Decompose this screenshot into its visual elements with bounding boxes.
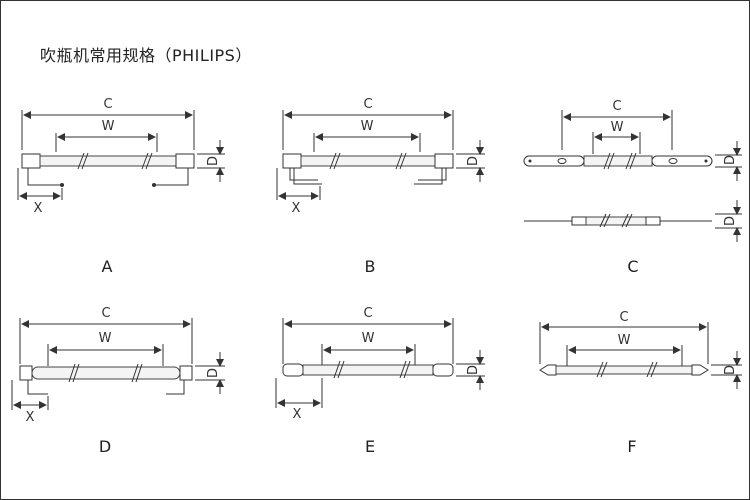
lamp-e-caption: E <box>365 437 375 456</box>
lamp-a-c-label: C <box>103 97 112 112</box>
lamp-f-c-label: C <box>619 310 628 325</box>
lamp-b-c-label: C <box>363 97 372 112</box>
lamp-c-d-label-2: D <box>723 216 738 226</box>
lamp-f-caption: F <box>627 437 636 456</box>
lamp-e: C W X D E <box>275 306 485 456</box>
lamp-c: C W D D C <box>523 99 742 276</box>
lamp-f-w-label: W <box>618 333 631 348</box>
lamp-a-x-label: X <box>34 201 43 216</box>
lamp-b-x-label: X <box>292 201 301 216</box>
lamp-a-d-label: D <box>206 156 221 166</box>
figure-title: 吹瓶机常用规格（PHILIPS） <box>40 46 252 65</box>
lamp-e-w-label: W <box>362 331 375 346</box>
lamp-f: C W D F <box>539 310 742 456</box>
lamp-d-x-label: X <box>26 410 35 425</box>
lamp-b-d-label: D <box>466 156 481 166</box>
lamp-b-w-label: W <box>361 119 374 134</box>
lamp-f-d-label: D <box>723 365 738 375</box>
lamp-e-d-label: D <box>466 365 481 375</box>
lamp-e-c-label: C <box>363 306 372 321</box>
lamp-b: C W X D B <box>276 97 485 276</box>
lamp-b-caption: B <box>365 257 376 276</box>
lamp-a-w-label: W <box>102 119 115 134</box>
lamp-a-caption: A <box>102 257 113 276</box>
lamp-a: C W X D A <box>17 97 225 276</box>
lamp-d: C W X D D <box>11 306 225 456</box>
lamp-d-caption: D <box>99 437 111 456</box>
lamp-d-c-label: C <box>101 306 110 321</box>
lamp-c-caption: C <box>627 257 638 276</box>
lamp-d-d-label: D <box>206 368 221 378</box>
lamp-c-d-label-1: D <box>723 155 738 165</box>
lamp-d-w-label: W <box>99 331 112 346</box>
lamp-c-c-label: C <box>612 99 621 114</box>
lamp-c-w-label: W <box>611 120 624 135</box>
lamp-e-x-label: X <box>293 407 302 422</box>
